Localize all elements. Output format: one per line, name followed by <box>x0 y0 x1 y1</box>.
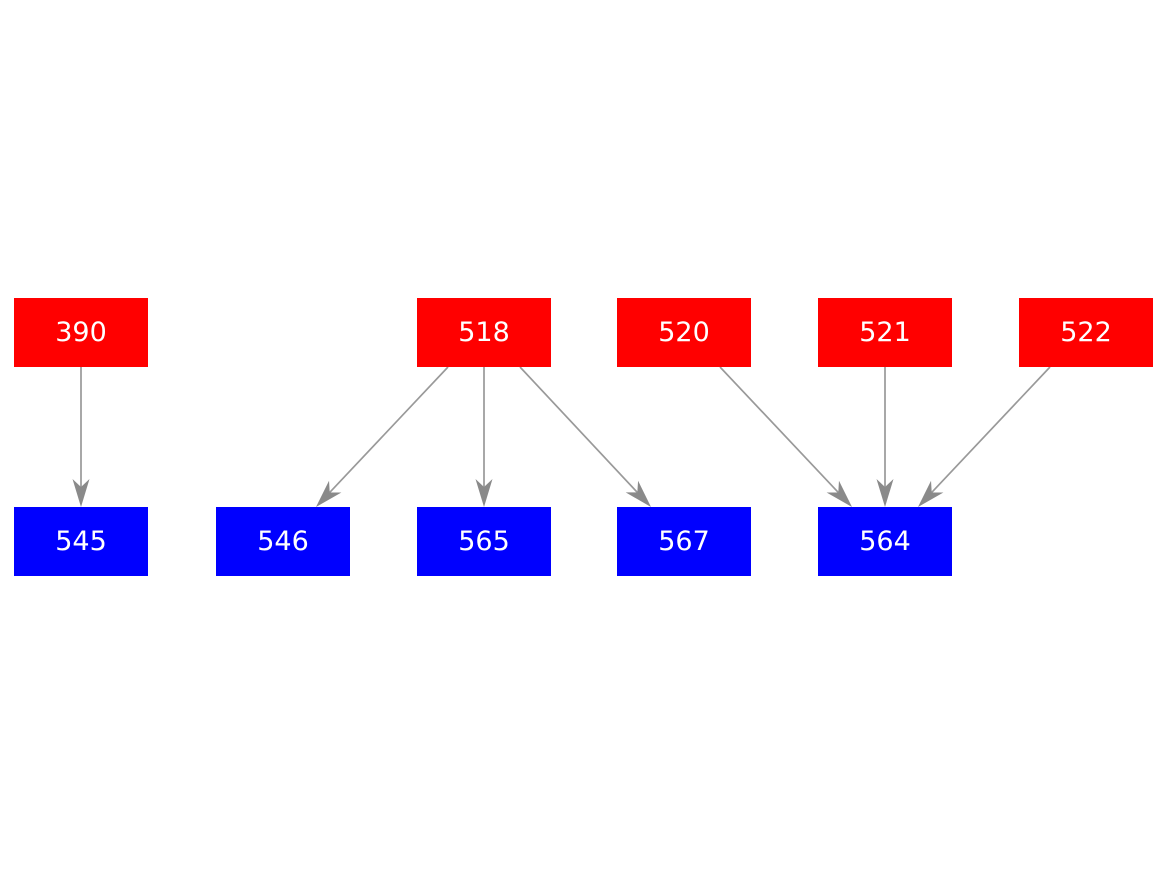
edge-line <box>519 366 638 493</box>
edge-line <box>719 366 839 494</box>
node-518: 518 <box>417 298 551 367</box>
edge-arrowhead <box>72 479 90 507</box>
edge-arrowhead <box>625 480 651 507</box>
edge-arrowhead <box>876 479 894 507</box>
node-545: 545 <box>14 507 148 576</box>
edge-line <box>329 366 449 494</box>
node-564: 564 <box>818 507 952 576</box>
edge-line <box>931 366 1051 494</box>
edge-arrowhead <box>475 479 493 507</box>
node-520: 520 <box>617 298 751 367</box>
edge-arrowhead <box>316 480 342 507</box>
node-546: 546 <box>216 507 350 576</box>
node-567: 567 <box>617 507 751 576</box>
node-521: 521 <box>818 298 952 367</box>
node-522: 522 <box>1019 298 1153 367</box>
edge-arrowhead <box>918 480 944 507</box>
edge-arrowhead <box>826 480 852 507</box>
node-565: 565 <box>417 507 551 576</box>
node-390: 390 <box>14 298 148 367</box>
